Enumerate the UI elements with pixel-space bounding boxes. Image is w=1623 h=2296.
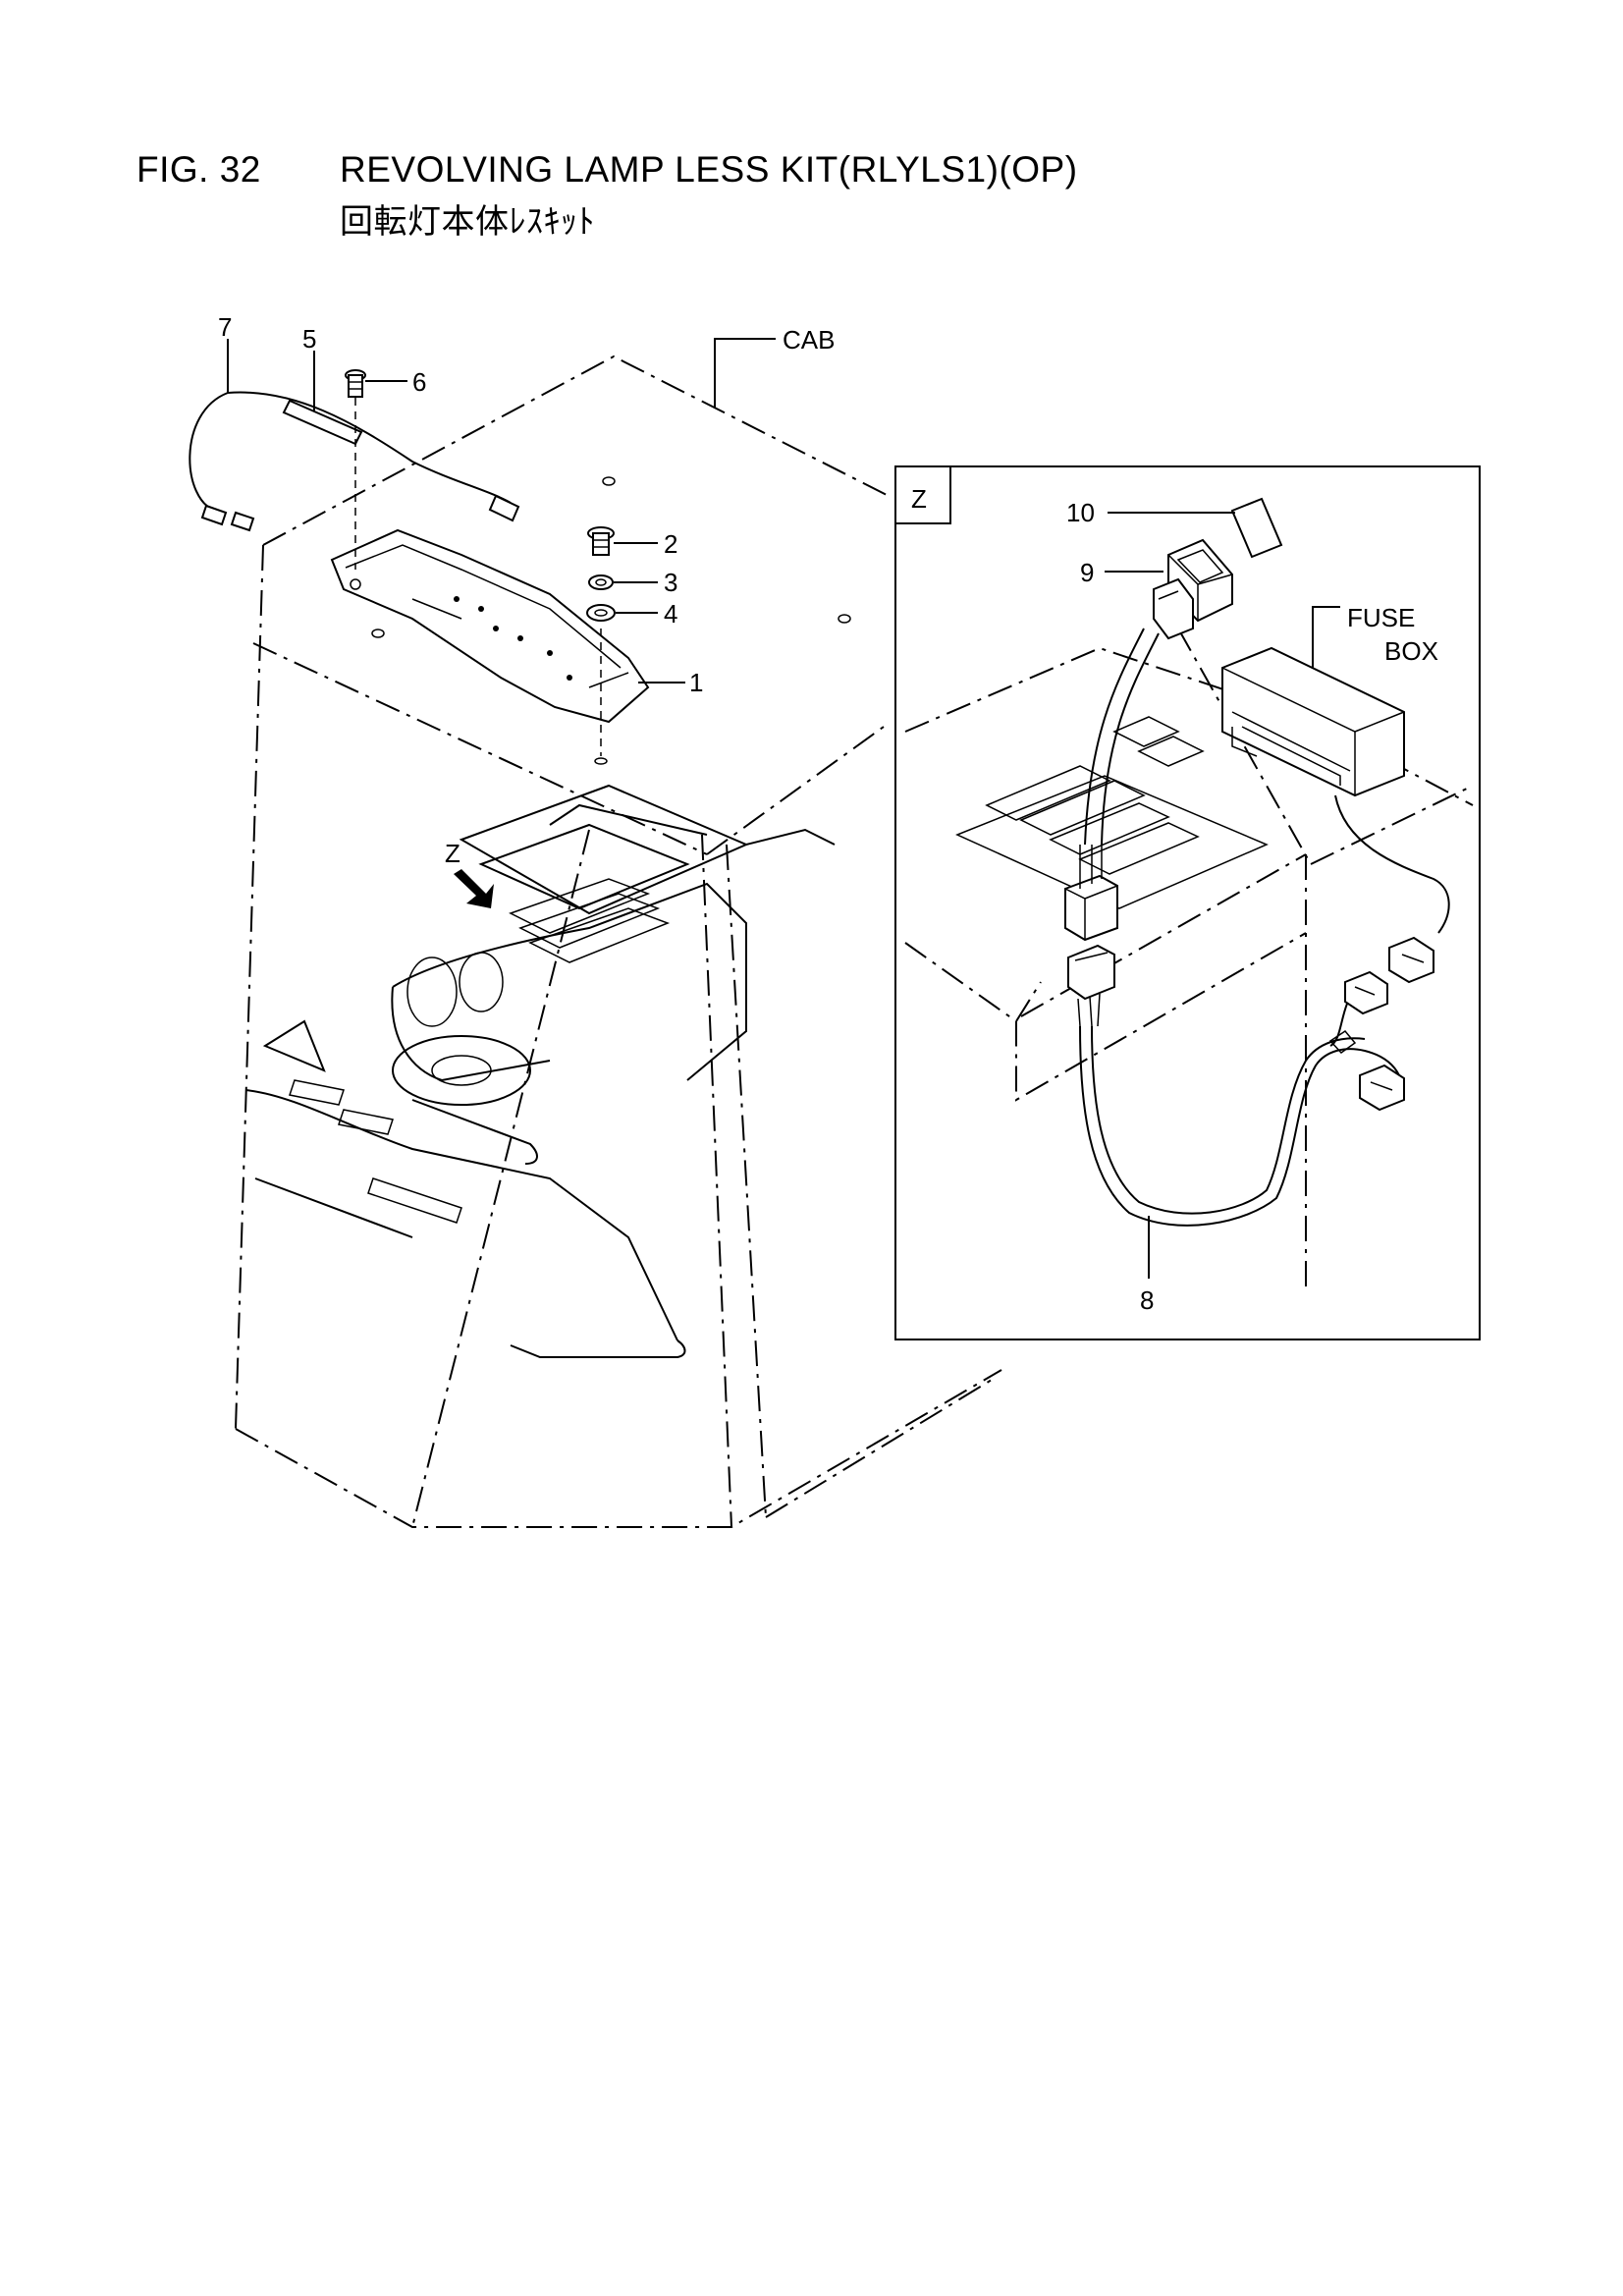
- bolt-part-2: [587, 526, 615, 556]
- view-z-arrow: [454, 869, 494, 908]
- switch-cable: [1084, 628, 1145, 846]
- fuse-box-label-line2: BOX: [1384, 636, 1438, 666]
- detail-z-label: Z: [911, 484, 927, 514]
- detail-z-tab: [895, 466, 951, 524]
- callouts: 1 2 3 4 5 6 7 8 9 10: [218, 312, 1235, 1315]
- bracket-part-1: [330, 528, 650, 724]
- bolt-part-6: [345, 369, 366, 398]
- callout-3: 3: [664, 568, 677, 597]
- switch-panel: [955, 716, 1269, 909]
- callout-1: 1: [689, 668, 703, 697]
- rod-part-5: [282, 399, 363, 446]
- switch-cable-2: [1101, 632, 1160, 846]
- fuse-box: [1221, 646, 1405, 797]
- figure-subtitle: 回転灯本体ﾚｽｷｯﾄ: [340, 202, 595, 242]
- connector-b: [1344, 970, 1388, 1015]
- connector-d: [1328, 1030, 1357, 1054]
- callout-10: 10: [1066, 498, 1095, 527]
- label-plate-part-10: [1230, 497, 1283, 559]
- harness-part-8: [1079, 1025, 1400, 1227]
- cab-outline: [235, 355, 1002, 1528]
- connector-a: [1388, 936, 1434, 984]
- cab-leader: [714, 338, 776, 408]
- callout-6: 6: [412, 367, 426, 397]
- view-z-label: Z: [445, 839, 460, 868]
- washer-part-4: [586, 604, 616, 622]
- console: [244, 784, 836, 1358]
- harness-connector-stack: [1064, 845, 1118, 1027]
- detail-z-frame: [894, 465, 1481, 1340]
- cab-label: CAB: [783, 325, 835, 355]
- callout-4: 4: [664, 599, 677, 629]
- fuse-wire: [1334, 794, 1450, 934]
- harness-part-7: [189, 391, 520, 532]
- callout-2: 2: [664, 529, 677, 559]
- lock-washer-part-3: [588, 574, 614, 590]
- callout-9: 9: [1080, 558, 1094, 587]
- figure-title: REVOLVING LAMP LESS KIT(RLYLS1)(OP): [340, 149, 1078, 190]
- fuse-box-leader: [1312, 606, 1340, 668]
- callout-5: 5: [302, 324, 316, 354]
- switch-part-9: [1153, 538, 1233, 640]
- callout-8: 8: [1140, 1285, 1154, 1315]
- callout-7: 7: [218, 312, 232, 342]
- figure-number: FIG. 32: [136, 149, 261, 190]
- connector-c: [1359, 1064, 1405, 1112]
- fuse-box-label-line1: FUSE: [1347, 603, 1415, 632]
